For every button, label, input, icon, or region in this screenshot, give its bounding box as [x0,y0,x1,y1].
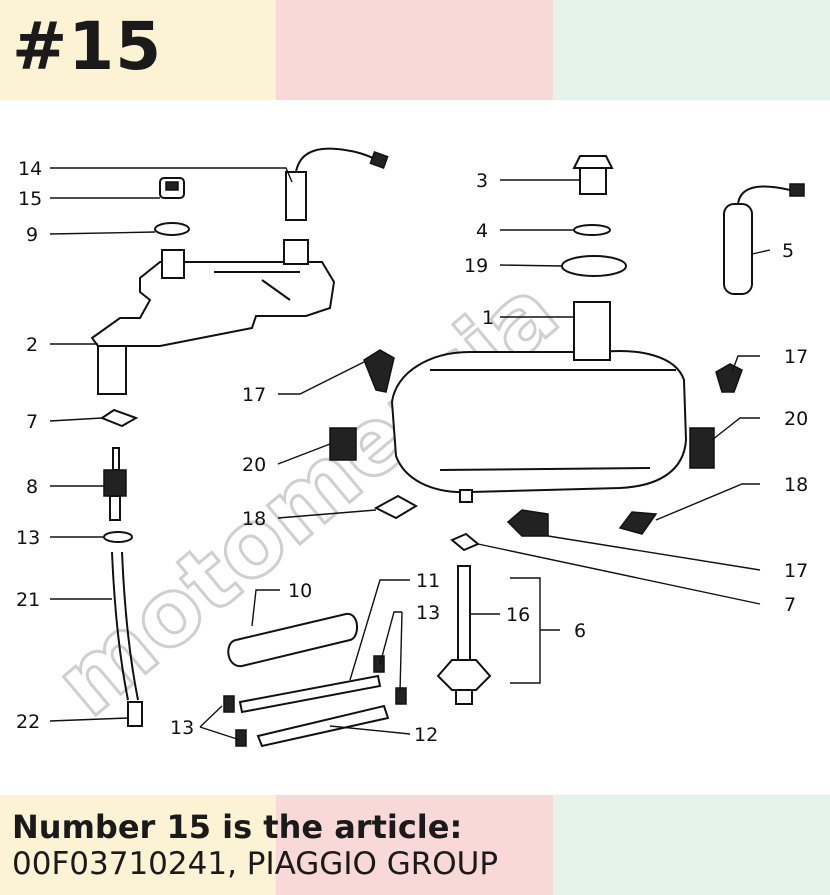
callout-19: 19 [464,255,488,277]
callout-21: 21 [16,589,40,611]
part-1-fuel-tank [390,301,688,503]
part-12-hose [256,704,390,748]
callout-16: 16 [506,604,530,626]
part-16-6-valve-assembly [436,565,492,705]
part-11-hose [238,674,382,714]
callout-17-upper-left: 17 [242,384,266,406]
part-20-pad-a [329,427,357,461]
callout-6: 6 [574,620,586,642]
callout-17-lower: 17 [784,560,808,582]
callout-4: 4 [476,220,488,242]
callout-13-bottom: 13 [170,717,194,739]
footer-band [0,795,830,895]
part-15-cap [159,177,185,199]
callout-18-right: 18 [784,474,808,496]
leader-lines [49,167,771,741]
part-2-bracket [90,239,336,395]
callout-13-center: 13 [416,602,440,624]
callout-13-left: 13 [16,527,40,549]
callout-12: 12 [414,724,438,746]
callout-17-upper-right: 17 [784,346,808,368]
part-21-hose-edge [121,551,139,701]
part-19-gasket [561,255,627,277]
callout-15: 15 [18,188,42,210]
callout-7-right: 7 [784,594,796,616]
callout-10: 10 [288,580,312,602]
part-14-fuel-sender [285,147,389,221]
part-5-level-sender [723,183,805,295]
band-yellow [0,795,276,895]
part-7-clip-left [99,408,139,428]
callout-2: 2 [26,334,38,356]
caption-article-number: 00F03710241, PIAGGIO GROUP [12,846,499,882]
callout-11: 11 [416,570,440,592]
part-18-pad-a [373,494,418,520]
callout-18-left: 18 [242,508,266,530]
part-18-pad-b [618,511,658,535]
part-21-hose [111,551,129,701]
band-mint [553,795,830,895]
part-9-washer [154,222,190,236]
callout-8: 8 [26,476,38,498]
band-pink [276,0,553,100]
callout-numbers: 14 15 9 2 7 8 13 21 22 3 4 19 5 1 17 17 … [16,158,808,746]
callout-22: 22 [16,711,40,733]
part-22-fitting [127,701,143,727]
band-yellow [0,0,276,100]
part-20-pad-b [689,427,715,469]
part-4-seal [573,224,611,236]
caption-title: Number 15 is the article: [12,808,463,846]
part-17-rubber-c [506,509,549,537]
exploded-parts-diagram: motomercia [16,147,808,748]
part-8-fuel-tap [103,447,127,521]
callout-1: 1 [482,307,494,329]
callout-5: 5 [782,240,794,262]
band-pink [276,795,553,895]
part-number-badge: #15 [12,8,163,85]
part-13-clamp-left [103,531,133,543]
callout-20-right: 20 [784,408,808,430]
part-7-clip-right [450,532,480,552]
part-10-hose-sleeve [227,612,358,668]
callout-7-left: 7 [26,411,38,433]
part-17-rubber-a [363,349,395,393]
callout-20-left: 20 [242,454,266,476]
band-mint [553,0,830,100]
callout-9: 9 [26,224,38,246]
header-band [0,0,830,100]
callout-3: 3 [476,170,488,192]
part-17-rubber-b [715,363,743,393]
part-3-filler-cap [572,155,614,195]
callout-14: 14 [18,158,42,180]
